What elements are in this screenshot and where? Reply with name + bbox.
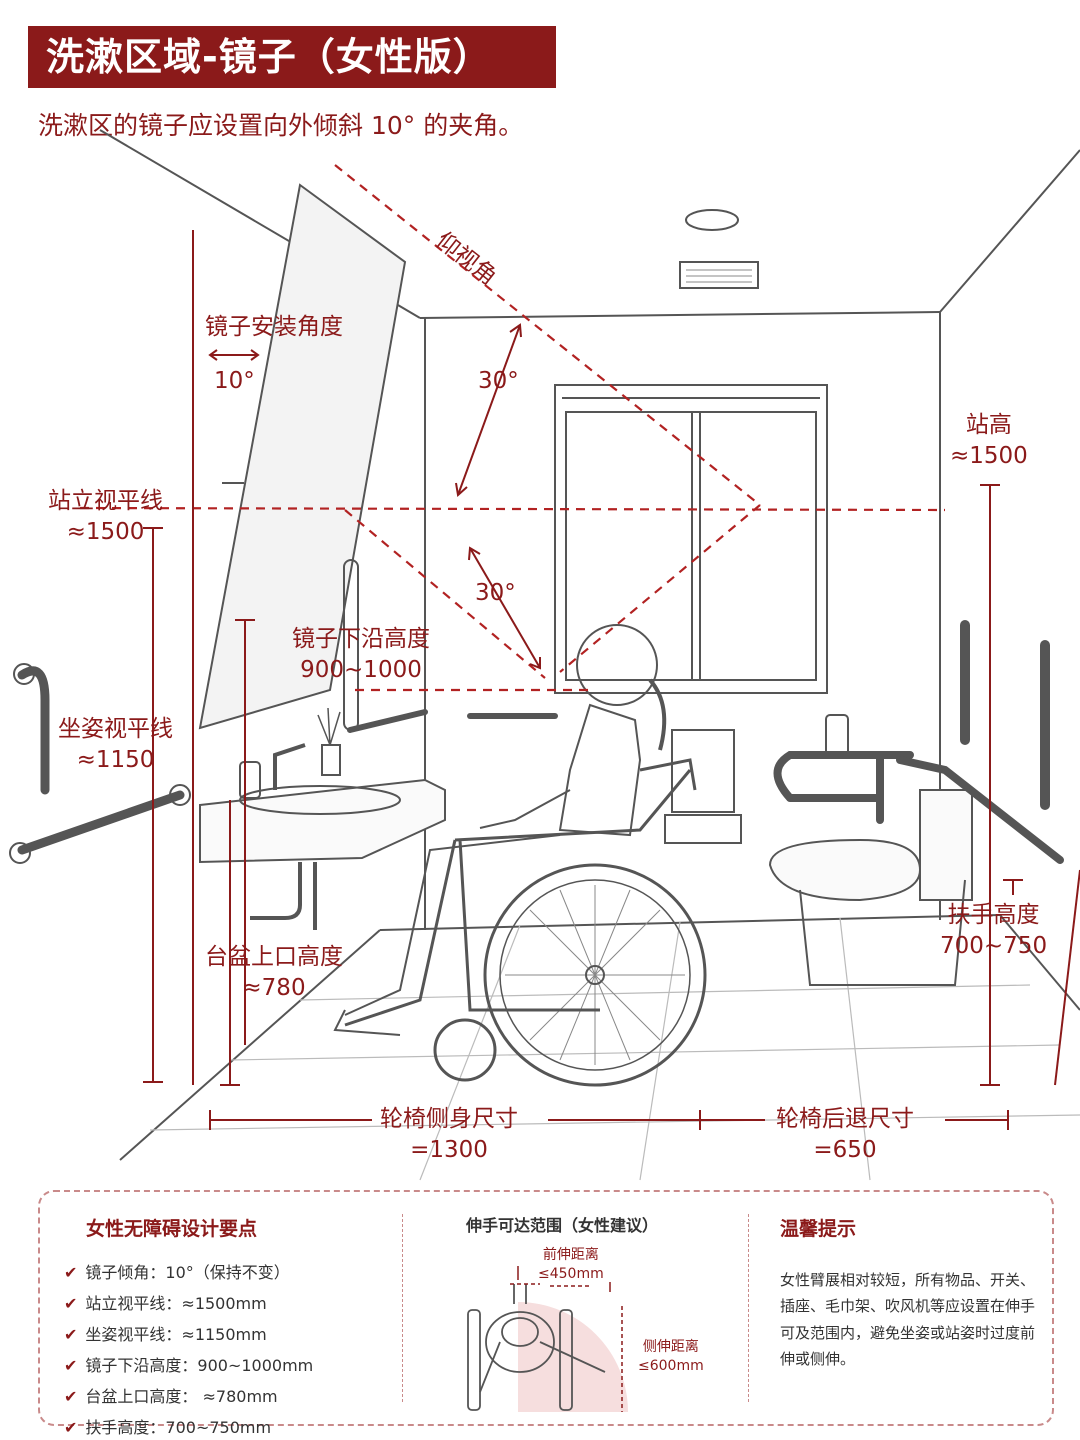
list-item: ✔镜子倾角：10°（保持不变） <box>64 1263 290 1282</box>
soap-bottle <box>239 761 261 799</box>
forward-reach-label: 前伸距离 ≤450mm <box>538 1247 604 1282</box>
label-wheelchair-back: 轮椅后退尺寸 =650 <box>776 1106 914 1164</box>
dimension-lines <box>143 230 1080 1130</box>
toilet-grab-bar <box>773 751 914 824</box>
faucet <box>273 743 306 790</box>
sight-lines <box>79 164 946 692</box>
list-item: ✔台盆上口高度： ≈780mm <box>64 1387 278 1406</box>
person-legs <box>344 834 561 1016</box>
floor-tiles <box>149 917 1080 1181</box>
wheelchair-wheel <box>483 863 707 1087</box>
toilet-tank <box>919 789 973 901</box>
label-mirror-angle-value: 10° <box>214 368 255 394</box>
vase <box>321 744 341 776</box>
label-standing-height: 站高 ≈1500 <box>950 412 1028 470</box>
label-mirror-angle-title: 镜子安装角度 <box>205 314 343 340</box>
label-angle-down: 30° <box>475 580 516 606</box>
corner-grab-bar <box>896 756 1064 864</box>
ceiling-vent <box>679 261 759 289</box>
side-reach-label: 侧伸距离 ≤600mm <box>638 1339 704 1374</box>
reach-title: 伸手可达范围（女性建议） <box>466 1216 659 1235</box>
list-item: ✔站立视平线：≈1500mm <box>64 1294 267 1313</box>
list-item: ✔镜子下沿高度：900~1000mm <box>64 1356 314 1375</box>
shower-seat <box>671 729 735 813</box>
arrow-30-down <box>469 547 541 669</box>
person-head <box>576 624 658 706</box>
label-angle-up: 30° <box>478 368 519 394</box>
person-arm <box>479 789 571 829</box>
person-hair <box>648 678 667 751</box>
sink-pipe <box>250 862 302 920</box>
tips-text: 女性臂展相对较短，所有物品、开关、插座、毛巾架、吹风机等应设置在伸手可及范围内，… <box>780 1271 1036 1368</box>
window-frame <box>554 384 828 694</box>
ceiling-edge-right <box>939 149 1080 313</box>
upper-sight-line <box>334 164 761 506</box>
toilet-base <box>799 879 966 986</box>
floor-left-edge <box>119 929 381 1161</box>
left-grab-bar-upper <box>17 666 50 795</box>
person-foot <box>333 1009 401 1036</box>
label-handrail-height: 扶手高度 700~750 <box>940 902 1048 960</box>
arrow-30-up <box>457 324 521 496</box>
sink-basin <box>199 778 446 864</box>
tips-column: 温馨提示 女性臂展相对较短，所有物品、开关、插座、毛巾架、吹风机等应设置在伸手可… <box>780 1192 1040 1424</box>
toilet-soap-bottle <box>825 714 849 756</box>
wheelchair-frame <box>344 769 692 1027</box>
return-sight-line <box>559 504 761 673</box>
page-subtitle: 洗漱区的镜子应设置向外倾斜 10° 的夹角。 <box>38 111 524 140</box>
info-panel: 女性无障碍设计要点 ✔镜子倾角：10°（保持不变） ✔站立视平线：≈1500mm… <box>38 1190 1054 1437</box>
reach-column: 伸手可达范围（女性建议） 前伸距离 ≤450mm 侧伸距离 ≤600mm <box>410 1192 740 1424</box>
bathroom-sketch <box>9 129 1080 1181</box>
wheelchair-caster <box>433 1018 497 1082</box>
floor-right-edge <box>999 914 1080 1011</box>
page-title: 洗漱区域-镜子（女性版） <box>28 26 556 88</box>
key-points-list: ✔镜子倾角：10°（保持不变） ✔站立视平线：≈1500mm ✔坐姿视平线：≈1… <box>64 1259 394 1438</box>
wheel-spokes <box>505 885 685 1065</box>
label-basin-height: 台盆上口高度 ≈780 <box>205 944 343 1002</box>
label-wheelchair-side: 轮椅侧身尺寸 =1300 <box>380 1106 518 1164</box>
person-torso <box>558 703 642 837</box>
panel-divider-1 <box>402 1214 403 1402</box>
lower-sight-line <box>344 509 546 679</box>
key-points-title: 女性无障碍设计要点 <box>86 1218 258 1240</box>
label-standing-eye: 站立视平线 ≈1500 <box>48 488 163 546</box>
ceiling-light <box>685 209 739 231</box>
key-points-column: 女性无障碍设计要点 ✔镜子倾角：10°（保持不变） ✔站立视平线：≈1500mm… <box>64 1192 394 1437</box>
tips-title: 温馨提示 <box>780 1218 857 1240</box>
list-item: ✔扶手高度：700~750mm <box>64 1418 272 1437</box>
panel-divider-2 <box>748 1214 749 1402</box>
toilet-seat <box>768 838 922 902</box>
reach-diagram <box>467 1266 628 1412</box>
label-mirror-bottom: 镜子下沿高度 900~1000 <box>292 626 430 684</box>
list-item: ✔坐姿视平线：≈1150mm <box>64 1325 267 1344</box>
back-wall-top <box>419 311 941 319</box>
label-seated-eye: 坐姿视平线 ≈1150 <box>58 716 173 774</box>
left-grab-bar-lower <box>17 790 185 855</box>
standing-eye-line <box>79 506 946 512</box>
mirror <box>198 183 407 730</box>
